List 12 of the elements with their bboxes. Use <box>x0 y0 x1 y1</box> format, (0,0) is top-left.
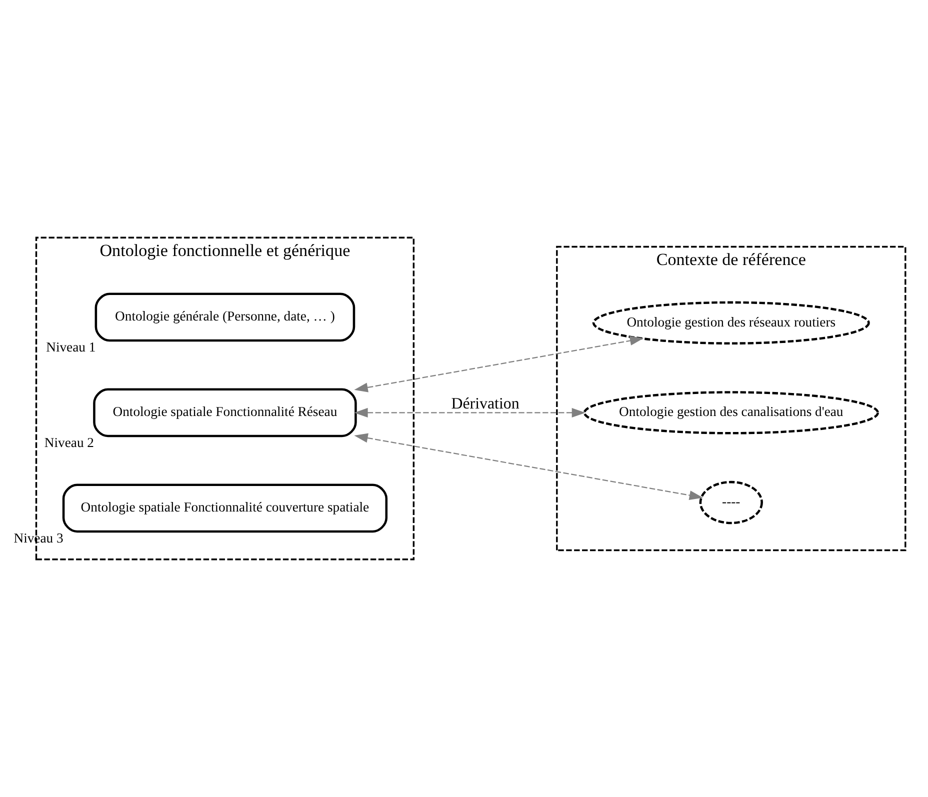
node-ellipse: Ontologie gestion des canalisations d'eau <box>583 391 879 434</box>
arrow <box>354 336 644 392</box>
node-box: Ontologie spatiale Fonctionnalité couverture spatiale <box>62 484 388 533</box>
node-label: Niveau 2 <box>44 434 94 450</box>
node-label: Niveau 3 <box>14 530 64 546</box>
arrow <box>354 433 704 500</box>
node-label: Niveau 1 <box>46 339 96 354</box>
node-box: Ontologie générale (Personne, date, … ) <box>94 292 356 342</box>
edge-label: Dérivation <box>451 395 520 412</box>
node-ellipse: ---- <box>699 480 763 524</box>
node-box: Ontologie spatiale Fonctionnalité Réseau <box>93 388 357 438</box>
arrow <box>354 408 586 418</box>
